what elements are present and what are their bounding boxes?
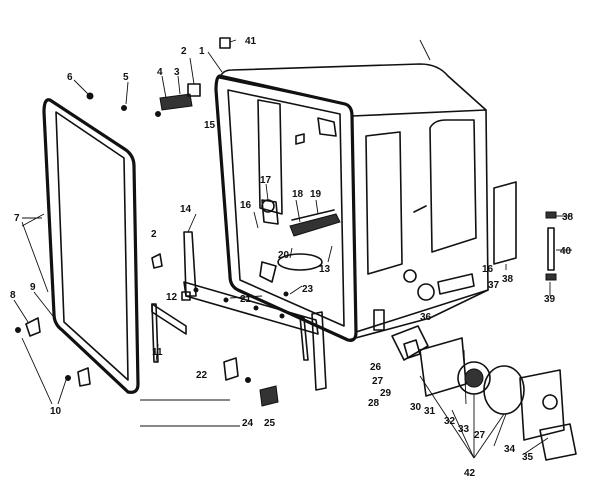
clip-10: [77, 367, 91, 387]
part-36: [417, 283, 435, 301]
callout-40: 40: [560, 246, 572, 257]
hinge-part-2: [187, 83, 201, 97]
callout-16: 16: [482, 264, 494, 275]
screw-15: [155, 111, 161, 117]
callout-1: 1: [199, 46, 205, 57]
screw-10b: [65, 375, 71, 381]
callout-17: 17: [260, 175, 272, 186]
callout-13: 13: [319, 264, 331, 275]
callout-38: 38: [502, 274, 514, 285]
vertical-bracket: [183, 231, 197, 297]
callout-16: 16: [240, 200, 252, 211]
callout-33: 33: [458, 424, 470, 435]
callout-3: 3: [174, 67, 180, 78]
callout-36: 36: [420, 312, 432, 323]
callout-25: 25: [264, 418, 276, 429]
part-25: [259, 385, 279, 407]
callout-38: 38: [562, 212, 574, 223]
screw-6: [86, 92, 94, 100]
screw-5: [121, 105, 127, 111]
rack-rail: [289, 209, 341, 237]
callout-29: 29: [380, 388, 392, 399]
part-12: [181, 291, 191, 301]
fill-tube-assembly: [493, 181, 557, 281]
door-gasket-frame: [42, 98, 140, 394]
callout-20: 20: [278, 250, 290, 261]
callout-39: 39: [544, 294, 556, 305]
bracket-22: [223, 357, 239, 381]
clip-41: [219, 37, 231, 49]
callout-32: 32: [444, 416, 456, 427]
part-13a: [413, 205, 427, 213]
callout-14: 14: [180, 204, 192, 215]
clip-2: [151, 253, 163, 269]
callout-6: 6: [67, 72, 73, 83]
tub-body: [214, 63, 489, 342]
callout-12: 12: [166, 292, 178, 303]
callout-18: 18: [292, 189, 304, 200]
callout-8: 8: [10, 290, 16, 301]
callout-35: 35: [522, 452, 534, 463]
screw-10a: [15, 327, 21, 333]
callout-11: 11: [152, 347, 163, 358]
callout-21: 21: [240, 294, 252, 305]
callout-19: 19: [310, 189, 322, 200]
callout-2: 2: [151, 229, 157, 240]
callout-labels: 1 2 2 3 4 5 6 7 8 9 10 11 12 13 14 15 16…: [10, 36, 574, 479]
screw-24: [245, 377, 251, 383]
callout-22: 22: [196, 370, 208, 381]
latch-8: [25, 317, 41, 337]
hinge-part-3: [159, 93, 193, 111]
callout-10: 10: [50, 406, 62, 417]
motor-pump-assembly: [391, 325, 577, 461]
callout-34: 34: [504, 444, 516, 455]
small-parts: [15, 37, 475, 407]
callout-5: 5: [123, 72, 129, 83]
callout-7: 7: [14, 213, 20, 224]
callout-26: 26: [370, 362, 382, 373]
callout-4: 4: [157, 67, 163, 78]
callout-15: 15: [204, 120, 216, 131]
callout-30: 30: [410, 402, 422, 413]
callout-9: 9: [30, 282, 36, 293]
clip-rear: [295, 133, 305, 145]
callout-2: 2: [181, 46, 187, 57]
callout-31: 31: [424, 406, 436, 417]
part-37: [437, 273, 475, 295]
leader-lines: [13, 39, 572, 459]
callout-27: 27: [372, 376, 384, 387]
callout-28: 28: [368, 398, 380, 409]
callout-41: 41: [245, 36, 257, 47]
screw-23: [283, 291, 289, 297]
callout-24: 24: [242, 418, 254, 429]
callout-23: 23: [302, 284, 314, 295]
hinge-strip: [151, 303, 187, 363]
callout-37: 37: [488, 280, 500, 291]
callout-27: 27: [474, 430, 486, 441]
callout-42: 42: [464, 468, 476, 479]
